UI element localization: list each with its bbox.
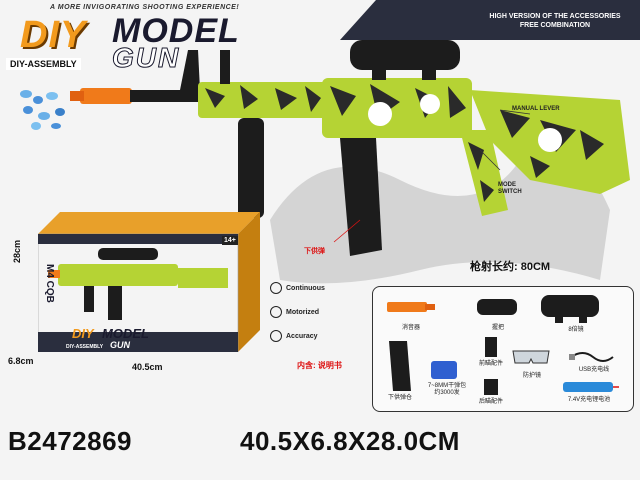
box-model-name: M4 CQB [44, 264, 55, 303]
shooting-range-label: 枪射长约: 80CM [470, 261, 551, 273]
callout-mode-switch: MODE SWITCH [498, 182, 522, 195]
box-dimension-depth: 6.8cm [8, 356, 34, 366]
title-model: MODEL [112, 12, 240, 50]
accuracy-icon [270, 330, 282, 342]
feature-continuous-label: Continuous [286, 284, 325, 292]
box-title-gun: GUN [110, 340, 130, 350]
product-box-illustration [38, 212, 260, 352]
contents-note: 内含: 说明书 [297, 361, 342, 370]
accessories-panel: 消音器 握把 8倍镜 前瞄配件 后瞄配件 下供弹仓 7~8MM干弹包 约3000… [372, 286, 634, 412]
feature-motorized: Motorized [270, 306, 319, 318]
title-gun: GUN [111, 42, 181, 74]
box-dimension-width: 40.5cm [132, 362, 163, 372]
magazine-label: 下供弹仓 [387, 395, 412, 401]
grip-part [477, 299, 517, 315]
continuous-icon [270, 282, 282, 294]
goggles-label: 防护镜 [522, 373, 541, 379]
accessories-band [340, 0, 640, 40]
tagline: A MORE INVIGORATING SHOOTING EXPERIENCE! [50, 4, 240, 11]
callout-magazine: 下供弹 [304, 248, 325, 255]
scope-label: 8倍镜 [568, 327, 584, 333]
magazine-part [389, 341, 411, 391]
feature-continuous: Continuous [270, 282, 325, 294]
title-diy: DIY [20, 14, 87, 56]
battery-label: 7.4V充电锂电池 [567, 397, 611, 403]
feature-accuracy-label: Accuracy [286, 332, 318, 340]
feature-motorized-label: Motorized [286, 308, 320, 316]
accessories-note-line-1: HIGH VERSION OF THE ACCESSORIES [489, 13, 621, 20]
box-dimension-height: 28cm [12, 240, 22, 264]
callout-manual-lever: MANUAL LEVER [512, 106, 560, 112]
motor-icon [270, 306, 282, 318]
gel-balls-label: 7~8MM干弹包 约3000发 [427, 383, 467, 396]
front-sight-label: 前瞄配件 [478, 361, 503, 367]
goggles-part [512, 350, 550, 364]
gel-balls-part [431, 361, 457, 379]
package-dimensions: 40.5X6.8X28.0CM [240, 426, 460, 456]
rear-sight-label: 后瞄配件 [478, 399, 503, 405]
accessories-note: HIGH VERSION OF THE ACCESSORIES FREE COM… [480, 12, 630, 30]
silencer-label: 消音器 [401, 325, 420, 331]
gun-illustration [70, 40, 630, 256]
accessories-note-line-2: FREE COMBINATION [519, 22, 591, 29]
gel-balls-illustration [20, 90, 65, 130]
top-banner: A MORE INVIGORATING SHOOTING EXPERIENCE!… [0, 0, 640, 78]
battery-part [563, 382, 619, 392]
scope-part [541, 295, 599, 323]
subtitle-diy-assembly: DIY-ASSEMBLY [6, 58, 81, 70]
rear-sight-part [484, 379, 498, 395]
grip-label: 握把 [491, 325, 504, 331]
feature-accuracy: Accuracy [270, 330, 318, 342]
box-age-badge: 14+ [222, 236, 238, 245]
box-title-diy: DIY [72, 326, 94, 341]
box-subtitle: DIY-ASSEMBLY [66, 344, 104, 350]
usb-cable-label: USB充电线 [578, 367, 610, 373]
usb-cable-part [569, 352, 614, 362]
front-sight-part [485, 337, 497, 357]
silencer-part [387, 302, 435, 312]
product-sku: B2472869 [8, 426, 132, 456]
box-title-model: MODEL [102, 326, 149, 341]
